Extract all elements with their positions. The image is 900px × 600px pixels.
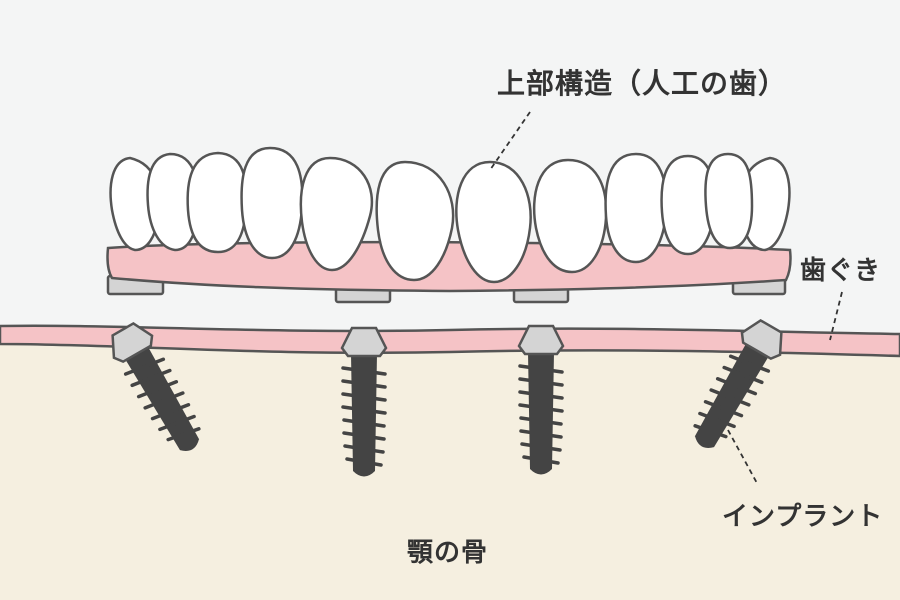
jaw-bone <box>0 337 900 600</box>
implant-3 <box>517 324 565 475</box>
leader-superstructure <box>489 111 531 171</box>
teeth-row <box>146 146 754 284</box>
leader-lines <box>489 111 843 486</box>
label-superstructure: 上部構造（人工の歯） <box>497 67 788 100</box>
tooth-4 <box>299 156 374 272</box>
tooth-6 <box>455 160 532 284</box>
tooth-5 <box>375 160 455 282</box>
tooth-3 <box>240 146 304 260</box>
tooth-10 <box>704 152 754 250</box>
implant-1 <box>111 321 201 451</box>
tooth-2 <box>186 151 248 254</box>
gum-tissue <box>0 324 900 358</box>
leader-implant <box>727 429 759 486</box>
label-implant: インプラント <box>722 502 884 532</box>
label-jawbone: 顎の骨 <box>407 538 489 568</box>
implant-4 <box>693 318 783 448</box>
back-teeth <box>109 156 791 252</box>
tooth-8 <box>604 152 668 264</box>
implant-2 <box>340 326 388 477</box>
label-gum: 歯ぐき <box>800 256 882 286</box>
tooth-7 <box>532 158 608 274</box>
